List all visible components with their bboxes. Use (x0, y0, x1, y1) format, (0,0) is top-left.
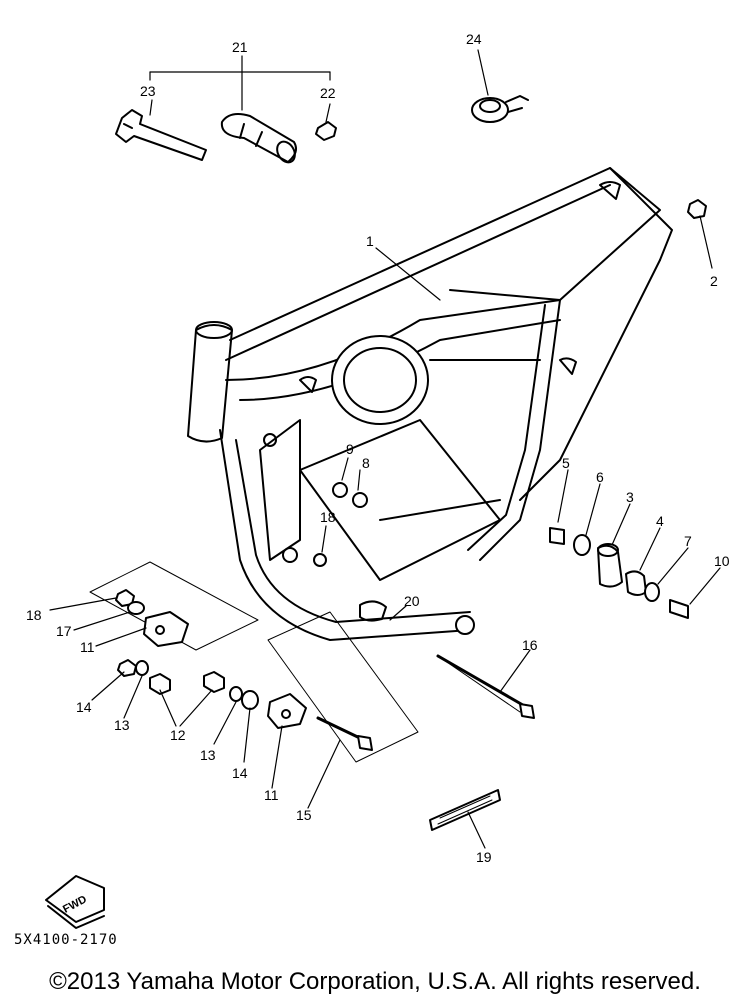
small-bolt-22 (315, 103, 337, 141)
spacer-5 (549, 469, 569, 545)
label-13-left: 13 (114, 717, 130, 733)
label-5: 5 (562, 455, 570, 471)
label-16: 16 (522, 637, 538, 653)
label-6: 6 (596, 469, 604, 485)
label-14-left: 14 (76, 699, 92, 715)
label-12: 12 (170, 727, 186, 743)
label-18-lower: 18 (26, 607, 42, 623)
label-1: 1 (366, 233, 374, 249)
long-bolt-16 (436, 649, 535, 719)
drawing-code: 5X4100-2170 (14, 932, 118, 948)
washer-6 (573, 483, 601, 556)
label-11-upper: 11 (80, 639, 95, 655)
washer-7 (644, 547, 689, 602)
label-4: 4 (656, 513, 664, 529)
grommet-24 (471, 49, 529, 123)
bracket-group-upper (49, 561, 259, 651)
label-15: 15 (296, 807, 312, 823)
frame (187, 167, 673, 641)
nut-2 (687, 199, 713, 269)
parts-diagram: 21 23 22 24 1 2 5 6 3 4 7 10 9 8 18 20 1… (26, 31, 730, 929)
label-14-right: 14 (232, 765, 248, 781)
label-18-upper: 18 (320, 509, 336, 525)
label-21: 21 (232, 39, 248, 55)
label-9: 9 (346, 441, 354, 457)
tool-kit-bracket (149, 55, 331, 111)
label-17: 17 (56, 623, 72, 639)
bolt-10 (669, 567, 721, 619)
label-19: 19 (476, 849, 492, 865)
label-3: 3 (626, 489, 634, 505)
socket-tool (220, 113, 297, 164)
label-20: 20 (404, 593, 420, 609)
label-10: 10 (714, 553, 730, 569)
label-22: 22 (320, 85, 336, 101)
label-8: 8 (362, 455, 370, 471)
label-23: 23 (140, 83, 156, 99)
part-labels: 21 23 22 24 1 2 5 6 3 4 7 10 9 8 18 20 1… (26, 31, 730, 916)
bracket-group-lower (91, 611, 419, 809)
label-24: 24 (466, 31, 482, 47)
damper-3 (597, 503, 631, 588)
fwd-arrow-icon (45, 875, 105, 929)
label-13-right: 13 (200, 747, 216, 763)
label-plate-19 (429, 789, 501, 849)
label-7: 7 (684, 533, 692, 549)
label-2: 2 (710, 273, 718, 289)
leader-lines (321, 247, 441, 621)
copyright-notice: ©2013 Yamaha Motor Corporation, U.S.A. A… (49, 968, 701, 995)
label-11-lower: 11 (264, 787, 279, 803)
wrench (115, 99, 207, 161)
